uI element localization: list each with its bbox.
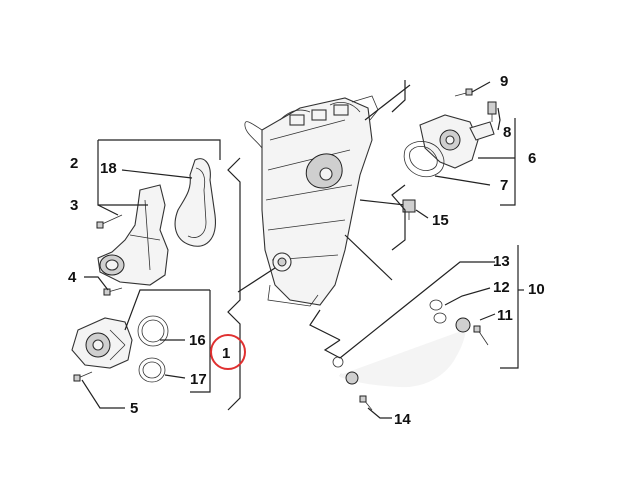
callout-2[interactable]: 2 (70, 155, 78, 172)
leader-13 (339, 261, 495, 359)
leader-17 (164, 374, 186, 379)
bracket-lower-left (323, 339, 341, 359)
leader-engine-thermostat (364, 84, 411, 121)
bracket-10 (500, 245, 519, 369)
callout-7[interactable]: 7 (500, 177, 508, 194)
thermostat-housing (419, 114, 495, 169)
sensor-8 (487, 101, 497, 122)
coolant-pipe (339, 317, 471, 388)
leader-14 (367, 407, 392, 419)
bracket-upper (391, 80, 406, 113)
bracket-16-top (124, 289, 210, 331)
leader-11 (479, 313, 496, 321)
callout-10[interactable]: 10 (528, 281, 545, 298)
leader-5 (81, 379, 125, 409)
leader-7 (434, 175, 491, 186)
leader-engine-sensor (359, 199, 406, 206)
callout-15[interactable]: 15 (432, 212, 449, 229)
leader-15 (415, 209, 429, 219)
bracket-pipe-top (309, 309, 341, 341)
o-ring-16 (137, 315, 169, 347)
o-ring-17 (138, 357, 166, 383)
callout-9[interactable]: 9 (500, 73, 508, 90)
callout-17[interactable]: 17 (190, 371, 207, 388)
bracket-6-7 (500, 118, 516, 206)
leader-engine-pipe (344, 234, 393, 281)
callout-5[interactable]: 5 (130, 400, 138, 417)
callout-16[interactable]: 16 (189, 332, 206, 349)
callout-6[interactable]: 6 (528, 150, 536, 167)
bracket-16-17 (190, 290, 211, 393)
sensor-15 (402, 199, 416, 220)
highlight-circle (210, 334, 246, 370)
bolt-3 (96, 214, 123, 229)
callout-13[interactable]: 13 (493, 253, 510, 270)
callout-8[interactable]: 8 (503, 124, 511, 141)
leader-9 (471, 81, 491, 93)
gasket-housing (174, 158, 216, 247)
bracket-upper-lower (391, 184, 406, 251)
bolt-11 (473, 325, 489, 346)
leader-engine-pump (237, 267, 276, 293)
callout-18[interactable]: 18 (100, 160, 117, 177)
leader-8 (497, 107, 501, 131)
callout-12[interactable]: 12 (493, 279, 510, 296)
leader-3 (97, 204, 119, 216)
gasket-7 (403, 141, 445, 178)
callout-14[interactable]: 14 (394, 411, 411, 428)
callout-4[interactable]: 4 (68, 269, 77, 286)
leader-12 (444, 287, 491, 306)
bolt-14 (359, 395, 373, 411)
bracket-2 (98, 139, 221, 160)
callout-1[interactable]: 1 (222, 345, 230, 362)
callout-3[interactable]: 3 (70, 197, 78, 214)
bracket-center (227, 157, 241, 411)
bolt-5 (73, 371, 93, 382)
leader-18 (121, 169, 193, 179)
callout-11[interactable]: 11 (497, 307, 513, 324)
water-pump (71, 317, 133, 369)
engine-block (244, 95, 379, 307)
coolant-housing (97, 184, 169, 286)
bolt-9 (454, 88, 473, 97)
leader-4 (84, 276, 109, 291)
